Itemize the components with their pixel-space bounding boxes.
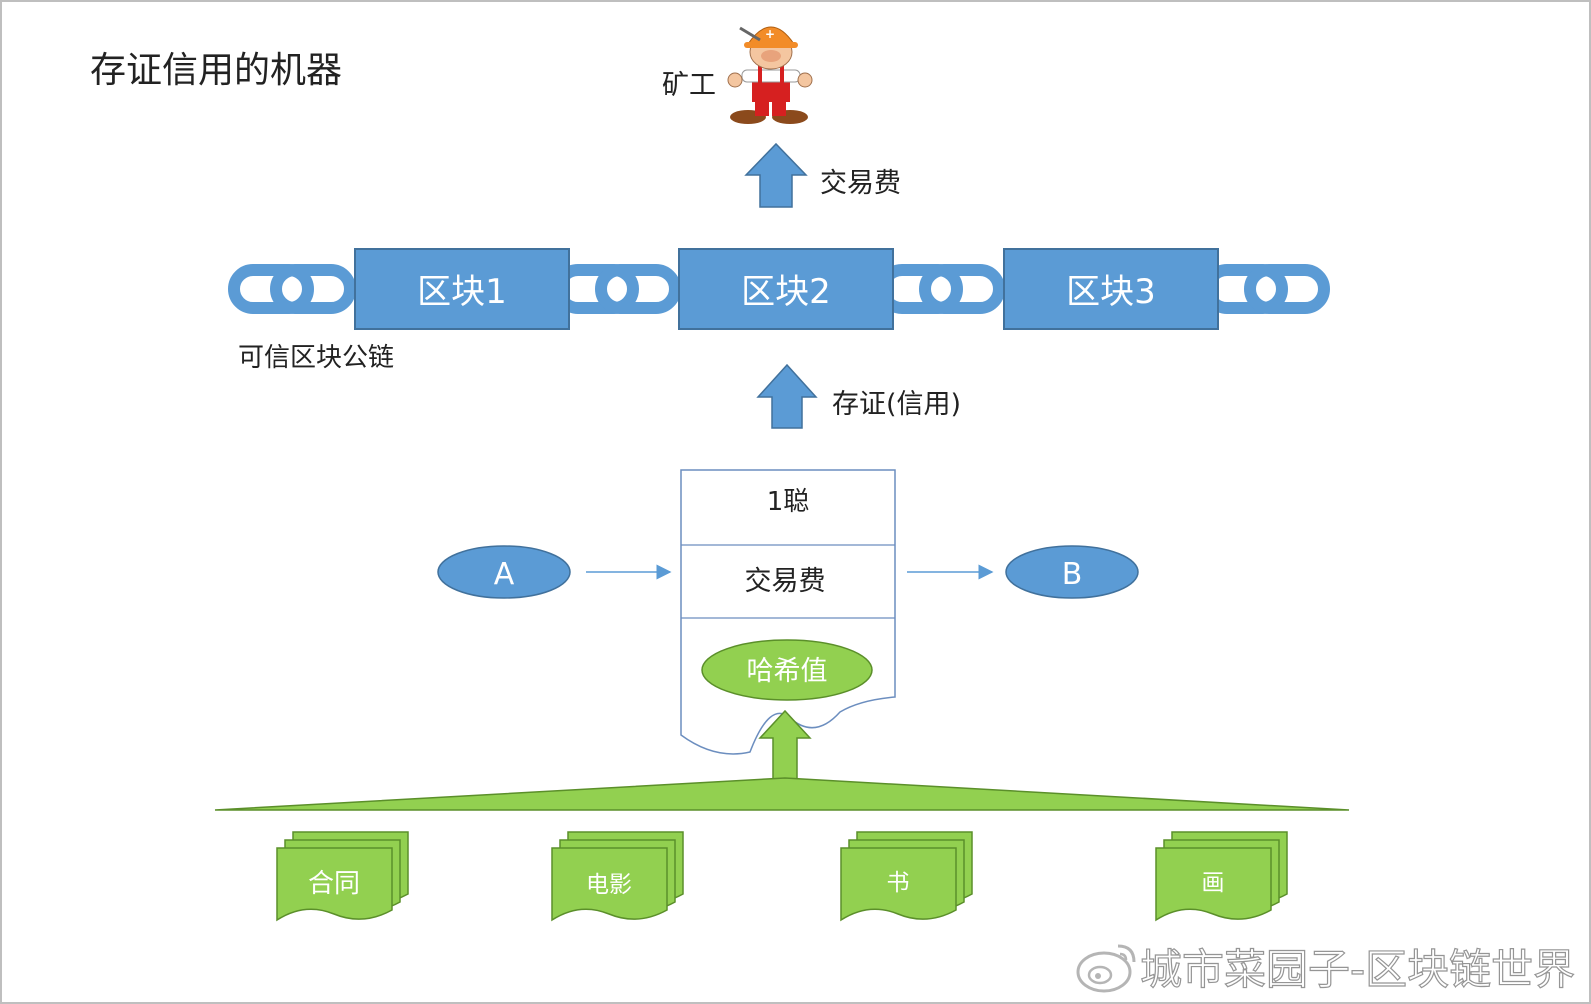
party-b: B: [1005, 545, 1139, 599]
fee-arrow-label: 交易费: [820, 168, 901, 199]
chain-label: 可信区块公链: [238, 343, 394, 373]
block-label: 区块1: [417, 272, 507, 312]
hash-label: 哈希值: [747, 656, 828, 687]
document-label: 电影: [586, 872, 632, 898]
transaction-fee: 交易费: [745, 566, 826, 597]
party-a: A: [437, 545, 571, 599]
block-label: 区块3: [1066, 272, 1156, 312]
chain-link-icon: [883, 270, 999, 308]
fee-up-arrow: [744, 142, 808, 208]
document-label: 画: [1202, 870, 1225, 896]
credit-up-arrow: [756, 363, 818, 429]
transaction-record: 1聪 交易费 哈希值: [680, 469, 896, 755]
page-title: 存证信用的机器: [90, 50, 342, 91]
document-painting: 画: [1155, 831, 1288, 921]
document-contract: 合同: [276, 831, 409, 921]
svg-text:+: +: [765, 27, 775, 41]
document-movie: 电影: [551, 831, 684, 921]
chain-link-icon: [234, 270, 350, 308]
document-funnel: [214, 777, 1350, 811]
watermark-text: 城市菜园子-区块链世界: [1140, 945, 1575, 994]
miner-icon: +: [727, 26, 813, 124]
block-label: 区块2: [741, 272, 831, 312]
miner-label: 矿工: [662, 70, 716, 101]
hash-ellipse: [701, 639, 873, 701]
weibo-icon: [1076, 944, 1136, 993]
block-2: 区块2: [678, 248, 894, 330]
party-a-label: A: [494, 557, 515, 592]
watermark: 城市菜园子-区块链世界: [1076, 944, 1576, 995]
hash-up-arrow: [758, 709, 812, 781]
document-book: 书: [840, 831, 973, 921]
party-b-label: B: [1062, 557, 1083, 592]
transaction-amount: 1聪: [767, 487, 810, 517]
block-1: 区块1: [354, 248, 570, 330]
document-label: 合同: [308, 869, 360, 899]
block-3: 区块3: [1003, 248, 1219, 330]
document-label: 书: [887, 870, 910, 896]
credit-arrow-label: 存证(信用): [832, 389, 961, 420]
chain-link-icon: [1208, 270, 1324, 308]
chain-link-icon: [559, 270, 675, 308]
